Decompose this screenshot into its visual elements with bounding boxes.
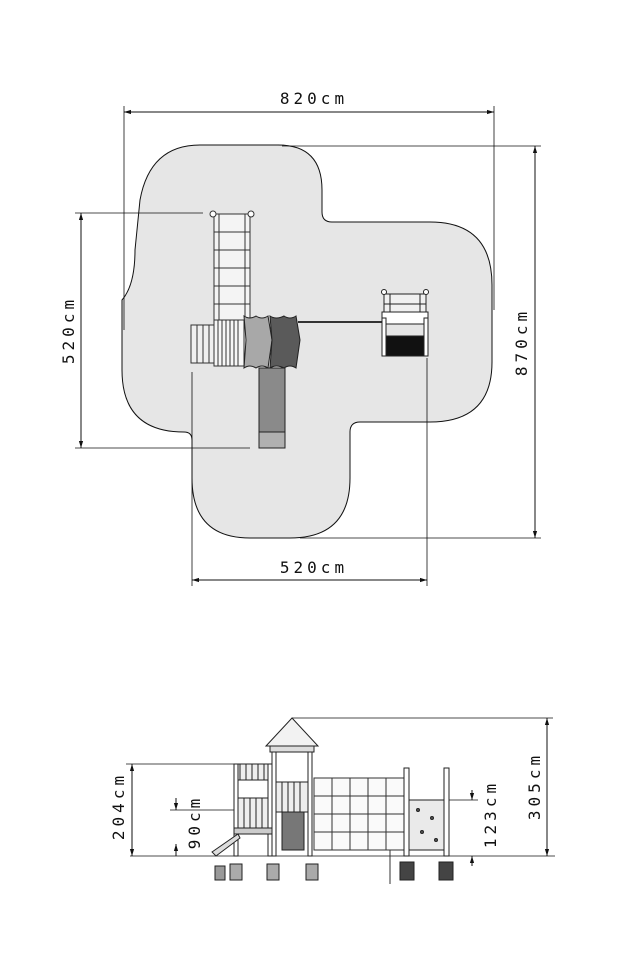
elev-steps (211, 833, 241, 857)
dim-plan-width-total: 820cm (280, 89, 348, 108)
plan-view: 820cm 870cm 520cm 520cm (59, 89, 541, 586)
roof-panel-light (243, 315, 273, 369)
deck-platform (213, 319, 245, 367)
roof-panel-dark (269, 315, 301, 369)
elev-right-tower (403, 767, 450, 857)
footings (214, 861, 454, 881)
dim-elev-height-left: 204cm (109, 772, 128, 840)
dim-elev-height-total: 305cm (525, 752, 544, 820)
elev-slide (281, 811, 305, 851)
dim-elev-platform-right: 123cm (481, 780, 500, 848)
dim-plan-height-total: 870cm (512, 308, 531, 376)
left-tower (233, 763, 273, 857)
safety-zone (121, 144, 493, 539)
elevation-view: 204cm 90cm 305cm 123cm (109, 717, 555, 884)
dim-elev-platform-left: 90cm (185, 795, 204, 850)
steps (190, 324, 216, 364)
ladder (209, 210, 255, 323)
dim-plan-width-lower: 520cm (280, 558, 348, 577)
net-bridge (313, 777, 405, 884)
dim-plan-height-left: 520cm (59, 296, 78, 364)
right-tower (381, 289, 429, 357)
main-tower (264, 717, 320, 857)
